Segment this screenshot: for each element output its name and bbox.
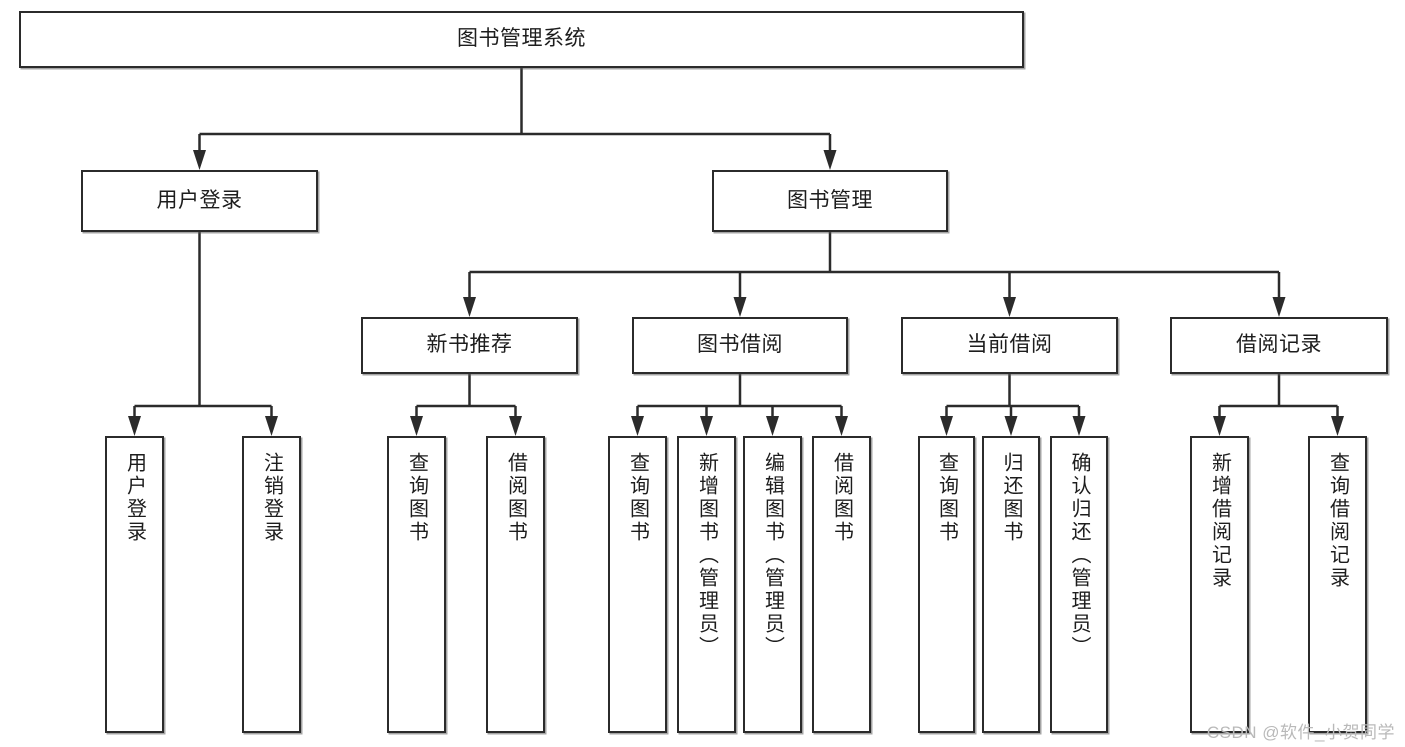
node-leaf-add-record[interactable]: 新增借阅记录: [1190, 436, 1249, 733]
node-label-root: 图书管理系统: [457, 27, 586, 51]
arrowhead: [1331, 416, 1344, 436]
node-leaf-query-record[interactable]: 查询借阅记录: [1308, 436, 1367, 733]
arrowhead: [766, 416, 779, 436]
node-label-leaf-user-logout: 注销登录: [260, 452, 283, 544]
node-label-leaf-query-record: 查询借阅记录: [1326, 452, 1349, 590]
node-label-book-manage: 图书管理: [787, 188, 873, 212]
node-label-leaf-query-book-2: 查询图书: [626, 452, 649, 544]
node-label-book-borrow: 图书借阅: [697, 333, 783, 357]
node-leaf-edit-book[interactable]: 编辑图书（管理员）: [743, 436, 802, 733]
arrowhead: [631, 416, 644, 436]
arrowhead: [700, 416, 713, 436]
node-label-new-book-rec: 新书推荐: [426, 333, 513, 357]
node-label-leaf-borrow-book-1: 借阅图书: [504, 452, 527, 544]
node-leaf-borrow-book-1[interactable]: 借阅图书: [486, 436, 545, 733]
node-book-borrow[interactable]: 图书借阅: [632, 317, 848, 374]
node-leaf-query-book-3[interactable]: 查询图书: [918, 436, 975, 733]
node-book-manage[interactable]: 图书管理: [712, 170, 948, 232]
node-leaf-query-book-2[interactable]: 查询图书: [608, 436, 667, 733]
watermark-label: CSDN @软件_小贺同学: [1206, 723, 1395, 742]
node-label-leaf-query-book-3: 查询图书: [935, 452, 958, 544]
node-root[interactable]: 图书管理系统: [19, 11, 1024, 68]
node-leaf-confirm-return[interactable]: 确认归还（管理员）: [1050, 436, 1108, 733]
node-leaf-query-book-1[interactable]: 查询图书: [387, 436, 446, 733]
node-label-leaf-query-book-1: 查询图书: [405, 452, 428, 544]
arrowhead: [410, 416, 423, 436]
node-new-book-rec[interactable]: 新书推荐: [361, 317, 578, 374]
arrowhead: [1003, 297, 1016, 317]
arrowhead: [940, 416, 953, 436]
node-label-borrow-record: 借阅记录: [1236, 333, 1322, 357]
arrowhead: [509, 416, 522, 436]
node-label-leaf-add-book: 新增图书（管理员）: [695, 452, 718, 659]
node-label-user-login: 用户登录: [156, 188, 243, 212]
node-label-leaf-add-record: 新增借阅记录: [1208, 452, 1231, 590]
arrowhead: [1072, 416, 1086, 436]
node-leaf-borrow-book-2[interactable]: 借阅图书: [812, 436, 871, 733]
node-borrow-record[interactable]: 借阅记录: [1170, 317, 1388, 374]
node-current-borrow[interactable]: 当前借阅: [901, 317, 1118, 374]
arrowhead: [1004, 416, 1018, 436]
arrowhead: [733, 297, 747, 317]
arrowhead: [193, 150, 206, 170]
arrowhead: [823, 150, 837, 170]
arrowhead: [835, 416, 848, 436]
node-user-login[interactable]: 用户登录: [81, 170, 318, 232]
node-label-leaf-edit-book: 编辑图书（管理员）: [761, 452, 784, 659]
arrowhead: [265, 416, 278, 436]
node-label-current-borrow: 当前借阅: [966, 333, 1053, 357]
arrowhead: [1213, 416, 1226, 436]
node-label-leaf-return-book: 归还图书: [1000, 452, 1022, 544]
node-leaf-return-book[interactable]: 归还图书: [982, 436, 1040, 733]
node-leaf-user-login[interactable]: 用户登录: [105, 436, 164, 733]
arrowhead: [128, 416, 141, 436]
arrowhead: [1272, 297, 1286, 317]
node-leaf-add-book[interactable]: 新增图书（管理员）: [677, 436, 736, 733]
arrowhead: [463, 297, 476, 317]
node-label-leaf-confirm-return: 确认归还（管理员）: [1068, 452, 1090, 659]
node-leaf-user-logout[interactable]: 注销登录: [242, 436, 301, 733]
node-label-leaf-borrow-book-2: 借阅图书: [830, 452, 853, 544]
node-label-leaf-user-login: 用户登录: [123, 452, 146, 544]
